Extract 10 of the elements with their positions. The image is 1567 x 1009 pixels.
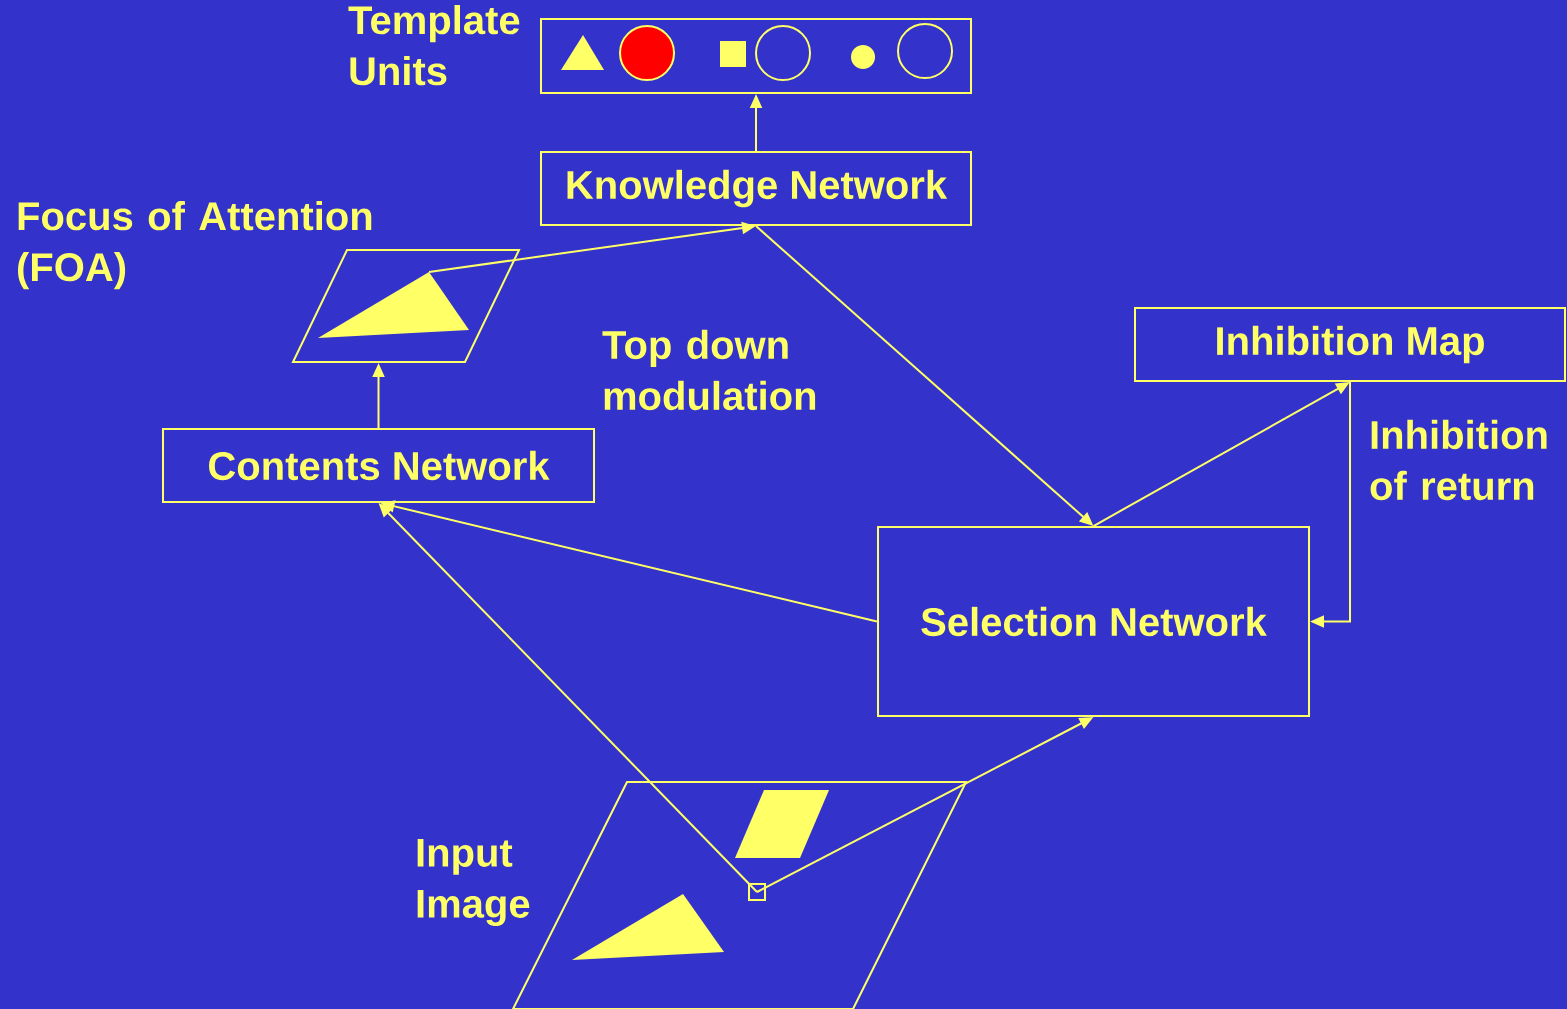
heading-label: Template Units bbox=[348, 5, 520, 86]
edge-label: Top down modulation bbox=[602, 329, 816, 411]
edge-label: Inhibition of return bbox=[1370, 419, 1547, 501]
process-box: Inhibition Map bbox=[1134, 307, 1566, 382]
process-box: Selection Network bbox=[877, 526, 1310, 717]
heading-label: Input Image bbox=[417, 839, 530, 926]
heading-label: Focus of Attention (FOA) bbox=[18, 201, 372, 290]
process-box: Knowledge Network bbox=[540, 151, 972, 226]
process-box: Contents Network bbox=[162, 428, 595, 503]
location-marker bbox=[748, 883, 766, 901]
